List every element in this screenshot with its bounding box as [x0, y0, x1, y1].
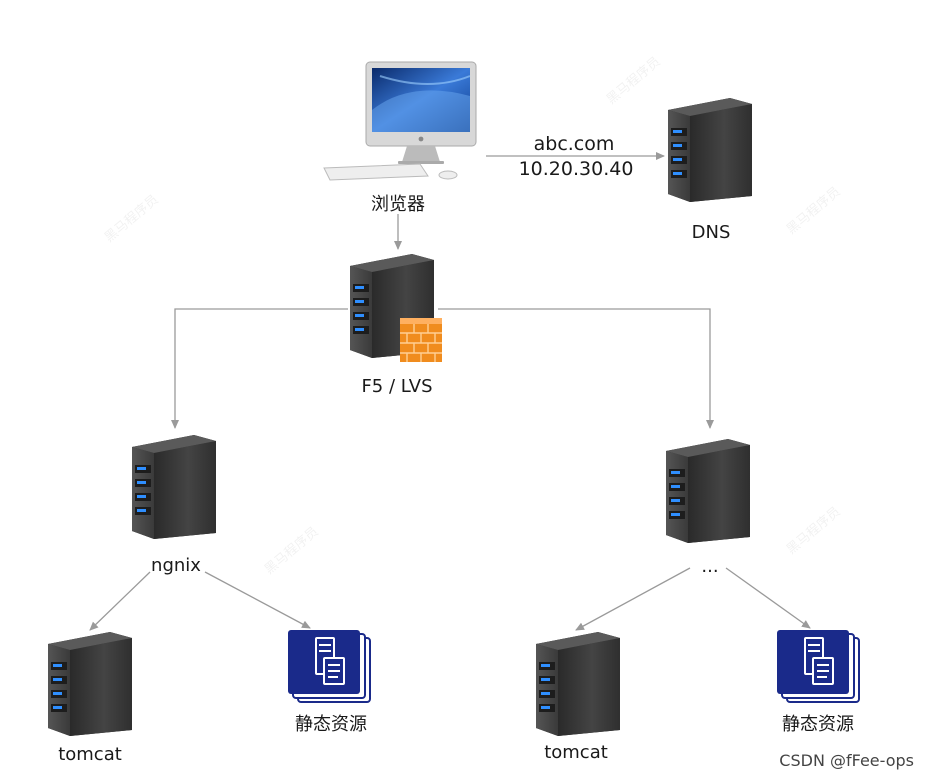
browser-label: 浏览器: [371, 194, 425, 215]
second-proxy-server-icon: [666, 439, 750, 543]
arrow-proxy-to-static-right: [725, 567, 811, 629]
arrow-loadbalancer-to-nginx: [171, 308, 348, 429]
firewall-icon: [400, 318, 442, 362]
arrow-loadbalancer-to-second-proxy: [438, 308, 714, 429]
tomcat-left-label: tomcat: [58, 744, 122, 765]
static-right-icon: [776, 630, 861, 704]
dns-ip-label: 10.20.30.40: [518, 158, 634, 180]
arrow-nginx-to-tomcat-left: [89, 571, 151, 631]
loadbalancer-label: F5 / LVS: [361, 376, 433, 397]
dns-server-icon: [668, 98, 752, 202]
static-left-icon: [287, 630, 372, 704]
arrow-proxy-to-tomcat-right: [575, 567, 691, 631]
static-left-label: 静态资源: [295, 714, 367, 735]
tomcat-right-server-icon: [536, 632, 620, 736]
arrow-nginx-to-static-left: [204, 571, 311, 629]
nginx-server-icon: [132, 435, 216, 539]
dns-label: DNS: [691, 222, 731, 243]
nginx-label: ngnix: [151, 555, 201, 576]
dns-domain-label: abc.com: [533, 133, 615, 155]
browser-computer-icon: [323, 61, 477, 181]
tomcat-right-label: tomcat: [544, 742, 608, 763]
static-right-label: 静态资源: [782, 714, 854, 735]
connectors: [89, 152, 811, 631]
tomcat-left-server-icon: [48, 632, 132, 736]
credit-label: CSDN @fFee-ops: [779, 751, 914, 770]
second-proxy-label: ...: [701, 556, 719, 577]
